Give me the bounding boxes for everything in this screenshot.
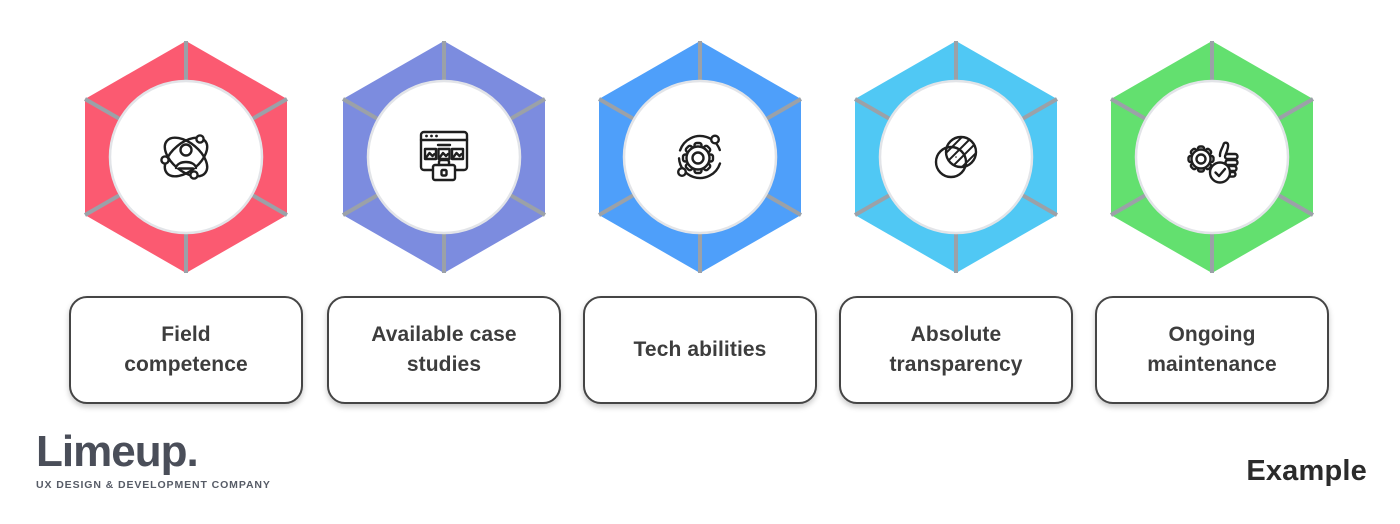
limeup-logo: Limeup. bbox=[36, 427, 199, 476]
gear-orbit-icon bbox=[676, 134, 723, 180]
limeup-logo-block: Limeup. UX design & development company bbox=[36, 427, 271, 492]
label-card: Available case studies bbox=[327, 296, 561, 404]
icon-circle-ring bbox=[878, 79, 1034, 235]
label-card: Tech abilities bbox=[583, 296, 817, 404]
label-card: Absolute transparency bbox=[839, 296, 1073, 404]
hexagon-tech-abilities bbox=[598, 40, 802, 274]
label-card: Field competence bbox=[69, 296, 303, 404]
icon-circle-ring bbox=[108, 79, 264, 235]
portfolio-browser-icon bbox=[419, 130, 469, 182]
logo-tagline: UX design & development company bbox=[36, 479, 271, 492]
gear-thumbs-up-icon bbox=[1187, 141, 1239, 184]
hexagon-shape bbox=[854, 41, 1058, 273]
hexagon-field-competence bbox=[84, 40, 288, 274]
module-label: Available case studies bbox=[371, 323, 517, 376]
transparency-circles-icon bbox=[934, 135, 978, 179]
person-network-icon bbox=[160, 134, 209, 180]
module-field-competence: Field competence bbox=[69, 0, 303, 524]
hexagon-shape bbox=[1110, 41, 1314, 273]
icon-circle-ring bbox=[622, 79, 778, 235]
hexagon-absolute-transparency bbox=[854, 40, 1058, 274]
hexagon-shape bbox=[598, 41, 802, 273]
hexagon-shape bbox=[342, 41, 546, 273]
module-available-case-studies: Available case studies bbox=[327, 0, 561, 524]
module-label: Absolute transparency bbox=[889, 323, 1023, 376]
module-tech-abilities: Tech abilities bbox=[583, 0, 817, 524]
module-label: Tech abilities bbox=[633, 338, 767, 362]
icon-circle-ring bbox=[1134, 79, 1290, 235]
hexagon-shape bbox=[84, 41, 288, 273]
module-label: Ongoing maintenance bbox=[1147, 323, 1277, 376]
module-label: Field competence bbox=[124, 323, 248, 376]
icon-circle bbox=[110, 81, 262, 233]
hexagon-ongoing-maintenance bbox=[1110, 40, 1314, 274]
module-absolute-transparency: Absolute transparency bbox=[839, 0, 1073, 524]
icon-circle-ring bbox=[366, 79, 522, 235]
hexagon-available-case-studies bbox=[342, 40, 546, 274]
example-label: Example bbox=[1246, 455, 1367, 487]
module-ongoing-maintenance: Ongoing maintenance bbox=[1095, 0, 1329, 524]
icon-circle bbox=[368, 81, 520, 233]
label-card: Ongoing maintenance bbox=[1095, 296, 1329, 404]
